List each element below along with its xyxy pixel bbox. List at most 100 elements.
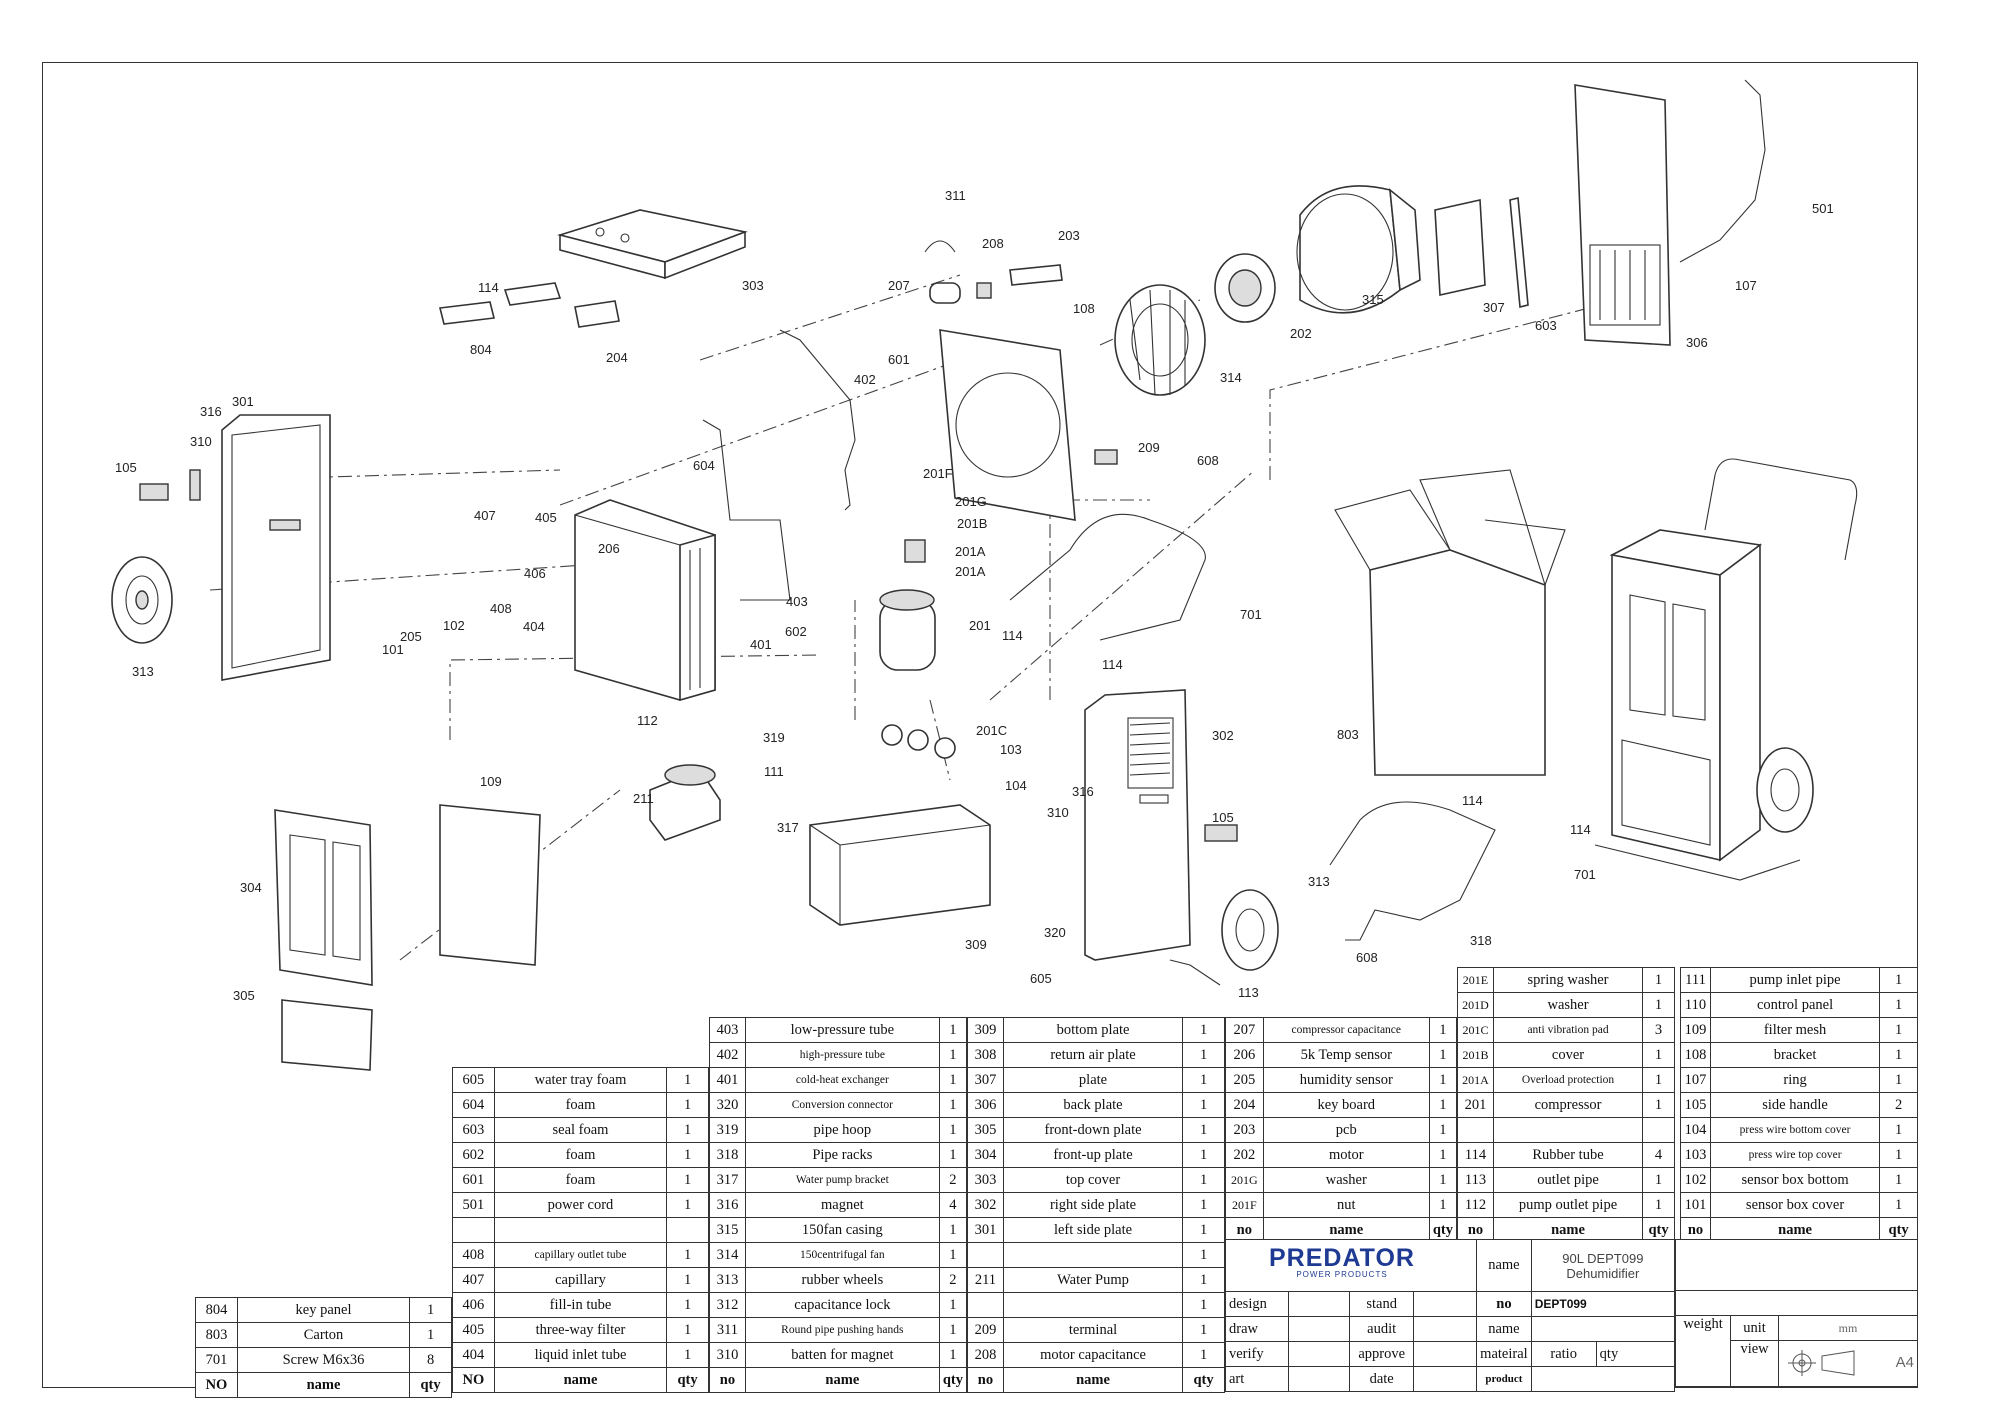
motor-part [1214,253,1276,323]
callout-label: 206 [598,541,620,556]
bom-name: name [1492,1217,1644,1243]
callout-label: 211 [633,791,654,806]
bom-qty: qty [409,1372,452,1398]
bom-qty: 1 [1182,1192,1225,1218]
bom-qty: 1 [938,1142,968,1168]
bom-no: 201A [1457,1067,1494,1093]
bom-qty: 1 [1428,1092,1458,1118]
bom-no: 203 [1225,1117,1264,1143]
bom-name: Water Pump [1002,1267,1184,1293]
bom-no: 205 [1225,1067,1264,1093]
bom-name: Round pipe pushing hands [744,1317,940,1343]
callout-label: 114 [1570,822,1591,837]
bom-no: 317 [709,1167,746,1193]
callout-label: 311 [945,188,966,203]
return-air-plate-part [939,329,1118,521]
bom-no: 701 [195,1347,238,1373]
bom-no: 111 [1680,967,1711,993]
bottom-plate-part [809,804,991,926]
callout-label: 201C [976,723,1007,738]
bom-name: cold-heat exchanger [744,1067,940,1093]
bom-no: 102 [1680,1167,1711,1193]
bom-no: 604 [452,1092,495,1118]
bom-name: press wire top cover [1709,1142,1881,1168]
bom-no: 309 [967,1017,1004,1043]
bom-qty: 3 [1642,1017,1675,1043]
tb-date: date [1349,1366,1414,1392]
bom-qty: 1 [409,1322,452,1348]
tb-model: 90L DEPT099 Dehumidifier [1530,1239,1676,1292]
power-cord-part [1679,79,1766,263]
callout-label: 501 [1812,201,1834,216]
bom-qty: 1 [1879,1142,1918,1168]
bom-no: 208 [967,1342,1004,1368]
callout-label: 402 [854,372,876,387]
tb-unit: unit [1730,1315,1779,1341]
bom-name: top cover [1002,1167,1184,1193]
left-side-plate-part [139,414,331,681]
bom-name: bracket [1709,1042,1881,1068]
bom-qty: 1 [1428,1192,1458,1218]
bom-no: 301 [967,1217,1004,1243]
callout-label: 201B [957,516,987,531]
callout-label: 202 [1290,326,1312,341]
bom-name: name [1262,1217,1430,1243]
bom-name: bottom plate [1002,1017,1184,1043]
bom-name: high-pressure tube [744,1042,940,1068]
tb-design: design [1224,1291,1290,1317]
bom-no: 316 [709,1192,746,1218]
bom-name: return air plate [1002,1042,1184,1068]
bom-name: Rubber tube [1492,1142,1644,1168]
bom-no [967,1242,1004,1268]
bom-no: 209 [967,1317,1004,1343]
callout-label: 605 [1030,971,1052,986]
bom-no: 109 [1680,1017,1711,1043]
bom-name: rubber wheels [744,1267,940,1293]
bom-qty: 2 [938,1267,968,1293]
bom-no: 303 [967,1167,1004,1193]
bom-qty: 4 [938,1192,968,1218]
bom-no: 207 [1225,1017,1264,1043]
bom-qty: 1 [938,1092,968,1118]
callout-label: 313 [132,664,154,679]
callout-label: 203 [1058,228,1080,243]
bom-no: NO [452,1367,495,1393]
bom-qty: 1 [666,1267,709,1293]
bom-no: 202 [1225,1142,1264,1168]
callout-label: 101 [382,642,404,657]
water-pump-part [649,764,721,841]
bom-name: key board [1262,1092,1430,1118]
bom-name: compressor capacitance [1262,1017,1430,1043]
callout-label: 701 [1574,867,1596,882]
bom-qty: 1 [938,1292,968,1318]
bom-name: three-way filter [493,1317,668,1343]
callout-label: 403 [786,594,808,609]
bom-no: 201F [1225,1192,1264,1218]
bom-no: 311 [709,1317,746,1343]
bom-no: 407 [452,1267,495,1293]
bom-qty: 1 [1182,1142,1225,1168]
